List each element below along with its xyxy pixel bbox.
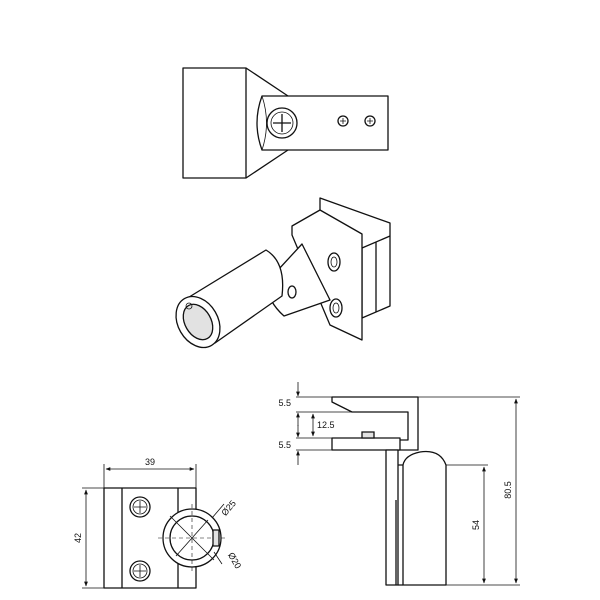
dim-diameter-25: Ø25 [219, 498, 238, 517]
dim-width-39: 39 [145, 457, 155, 467]
dim-height-42: 42 [73, 533, 83, 543]
side-view: 5.5 12.5 5.5 54 80.5 [278, 382, 520, 586]
dim-height-80-5: 80.5 [503, 481, 513, 499]
bracket-hole-lower [329, 298, 343, 318]
screw-small-2 [364, 115, 376, 127]
tube-cross-section [158, 504, 226, 572]
top-view [182, 67, 389, 179]
front-view: 39 42 Ø25 Ø20 [73, 457, 243, 589]
bracket-hole-upper [327, 252, 341, 272]
screw-small-1 [337, 115, 349, 127]
screw-head-large [266, 107, 298, 139]
dim-height-54: 54 [471, 520, 481, 530]
dim-slot-12-5: 12.5 [317, 420, 335, 430]
dim-bottom-5-5: 5.5 [278, 440, 291, 450]
screw-head-bottom [129, 560, 151, 582]
screw-head-top [129, 496, 151, 518]
dim-top-5-5: 5.5 [278, 398, 291, 408]
dim-diameter-20: Ø20 [226, 551, 243, 571]
isometric-view [175, 197, 391, 349]
